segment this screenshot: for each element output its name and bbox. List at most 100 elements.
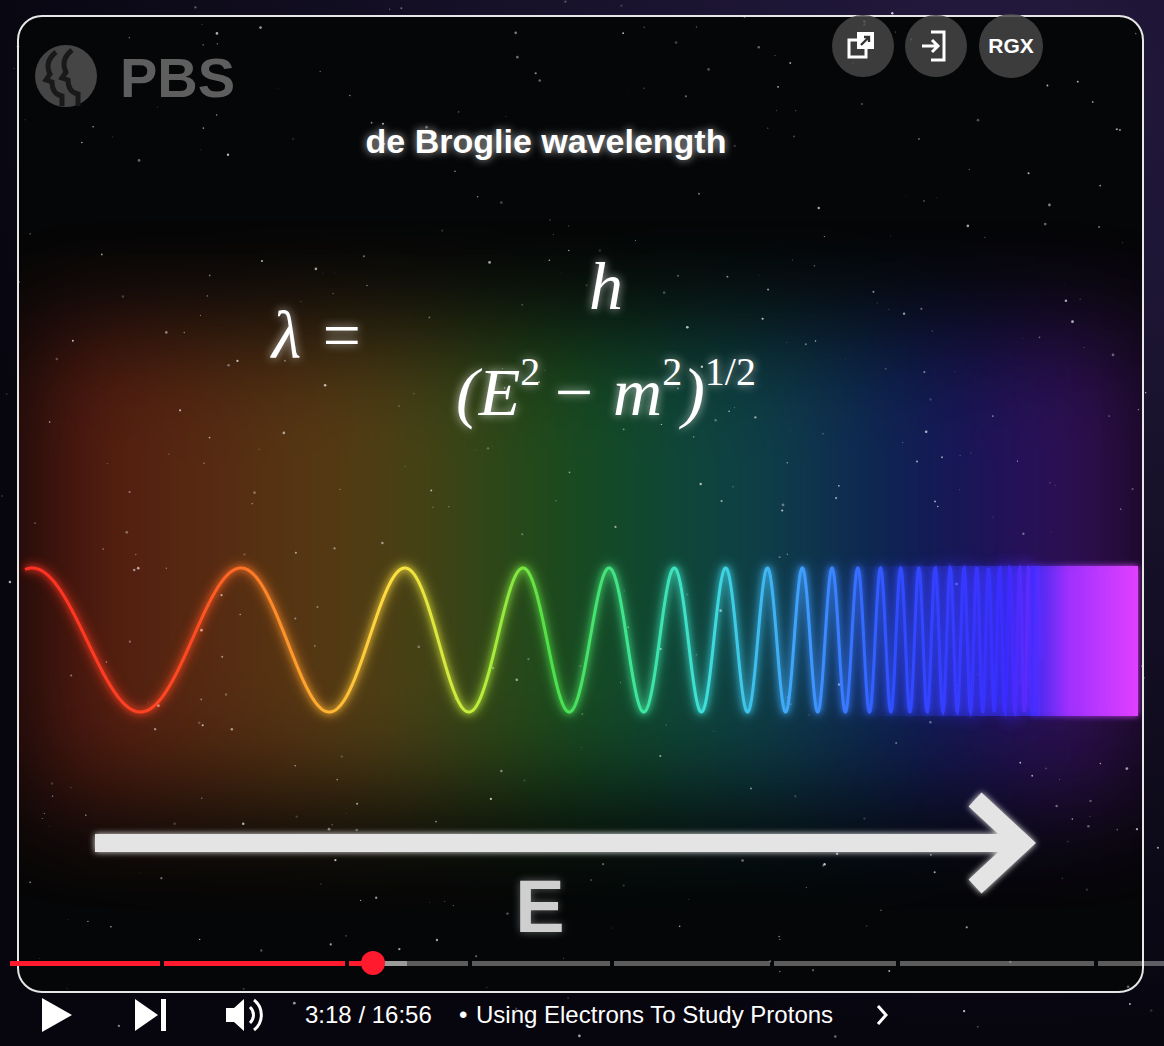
star <box>1092 101 1094 103</box>
star <box>828 354 830 356</box>
star <box>122 295 124 297</box>
star <box>1049 482 1051 484</box>
star <box>686 326 689 329</box>
star <box>516 56 519 59</box>
star <box>838 485 840 487</box>
star <box>535 72 537 74</box>
star <box>720 500 722 502</box>
star <box>320 883 321 884</box>
star <box>514 31 517 34</box>
star <box>239 614 241 616</box>
next-icon <box>161 999 166 1031</box>
star <box>49 421 51 423</box>
play-icon <box>42 998 72 1032</box>
star <box>568 250 569 251</box>
star <box>441 229 443 231</box>
star <box>349 95 351 97</box>
star <box>147 701 149 703</box>
star <box>199 939 200 940</box>
frame-border <box>18 16 1143 992</box>
star <box>315 268 318 271</box>
star <box>984 237 985 238</box>
star <box>202 724 204 726</box>
star <box>776 110 777 111</box>
star <box>959 455 960 456</box>
star <box>488 261 491 264</box>
star <box>87 921 88 922</box>
star <box>663 291 666 294</box>
star <box>200 149 201 150</box>
star <box>866 925 868 927</box>
star <box>787 462 788 463</box>
star <box>200 699 202 701</box>
formula-text: h <box>589 247 623 326</box>
star <box>923 371 925 373</box>
star <box>92 126 94 128</box>
star <box>500 201 503 204</box>
pbs-logo-mark <box>35 45 97 107</box>
star <box>675 41 678 44</box>
chevron-icon <box>878 1006 886 1024</box>
star <box>614 526 616 528</box>
star <box>258 449 259 450</box>
star <box>314 645 316 647</box>
star <box>216 32 219 35</box>
star <box>1135 33 1137 35</box>
star <box>521 533 523 535</box>
star <box>430 489 432 491</box>
star <box>129 641 131 643</box>
star <box>13 67 15 69</box>
star <box>1 495 3 497</box>
star <box>253 491 256 494</box>
star <box>346 813 347 814</box>
separator-dot: • <box>459 1001 467 1029</box>
star <box>1022 533 1024 535</box>
logo-wordmark: PBS <box>120 45 235 110</box>
star <box>1047 85 1049 87</box>
star <box>941 456 943 458</box>
star <box>128 491 130 493</box>
star <box>888 309 889 310</box>
star <box>217 43 218 44</box>
star <box>1055 805 1057 807</box>
star <box>916 461 918 463</box>
star <box>106 661 108 663</box>
star <box>1022 338 1023 339</box>
star <box>806 887 807 888</box>
star <box>659 755 661 757</box>
star <box>569 471 571 473</box>
star <box>834 1035 836 1037</box>
star <box>929 398 932 401</box>
star <box>777 86 779 88</box>
star <box>793 135 795 137</box>
star <box>29 233 31 235</box>
star <box>320 71 321 72</box>
star <box>413 393 414 394</box>
remaining-segment <box>774 961 896 966</box>
star <box>97 388 99 390</box>
star <box>665 724 667 726</box>
star <box>758 275 759 276</box>
star <box>1071 320 1074 323</box>
popout-icon <box>857 32 874 49</box>
star <box>1121 242 1123 244</box>
star <box>959 489 961 491</box>
star <box>977 1026 978 1027</box>
star <box>891 12 893 14</box>
star <box>967 225 970 228</box>
star <box>553 234 554 235</box>
star <box>231 728 233 730</box>
star <box>836 853 838 855</box>
star <box>699 483 701 485</box>
star <box>334 859 336 861</box>
star <box>183 332 185 334</box>
star <box>101 254 103 256</box>
star <box>49 825 50 826</box>
volume-wave <box>254 1000 261 1030</box>
star <box>296 816 298 818</box>
star <box>1120 508 1122 510</box>
star <box>895 742 897 744</box>
star <box>51 782 54 785</box>
wave-illustration <box>25 566 1138 716</box>
